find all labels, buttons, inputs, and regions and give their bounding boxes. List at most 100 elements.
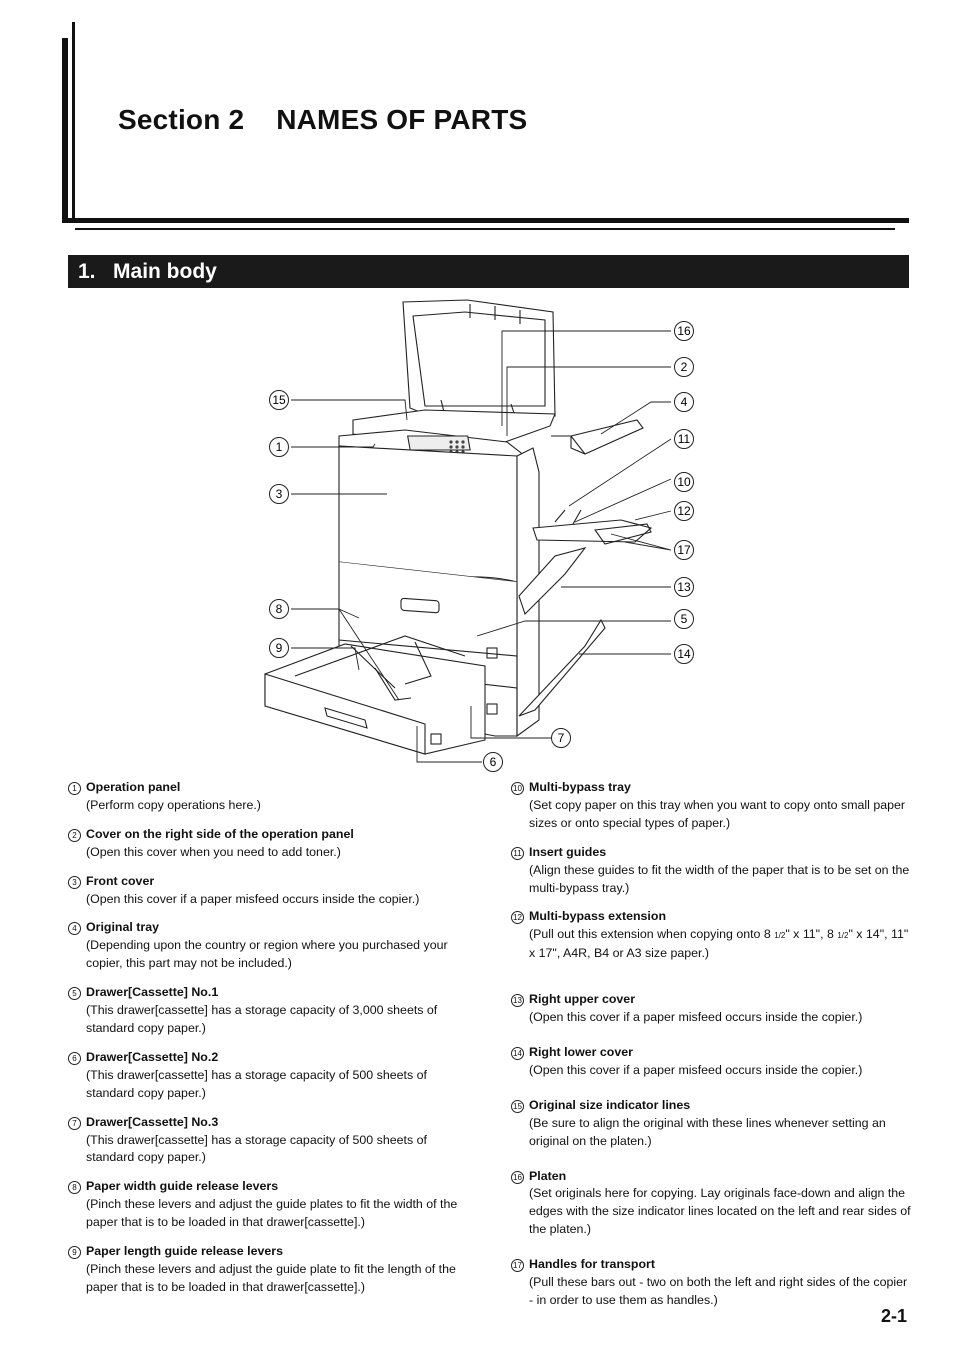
part-name: Paper width guide release levers — [86, 1179, 279, 1194]
part-name: Platen — [529, 1168, 567, 1183]
part-name: Multi-bypass extension — [529, 909, 667, 924]
part-item: 3 Front cover (Open this cover if a pape… — [68, 873, 468, 909]
original-tray — [570, 419, 644, 455]
header-left-thin-bar — [72, 22, 75, 221]
part-number: 12 — [511, 911, 524, 925]
part-item: 17 Handles for transport (Pull these bar… — [511, 1256, 911, 1310]
callout-label: 15 — [272, 393, 286, 407]
callout-label: 9 — [276, 641, 283, 655]
part-number: 4 — [68, 922, 81, 936]
callout-label: 4 — [681, 395, 688, 409]
callout-label: 1 — [276, 440, 283, 454]
fraction-half: 1/2 — [774, 931, 786, 941]
part-item: 2 Cover on the right side of the operati… — [68, 826, 468, 862]
part-item: 1 Operation panel (Perform copy operatio… — [68, 779, 468, 815]
description-text: " x 11", 8 — [785, 927, 838, 942]
parts-list-right: 10 Multi-bypass tray (Set copy paper on … — [511, 779, 911, 1310]
part-number: 2 — [68, 828, 81, 842]
callout-17: 17 — [674, 540, 694, 560]
part-description: (Perform copy operations here.) — [86, 797, 261, 812]
part-number: 14 — [511, 1046, 524, 1060]
part-description: (Pull out this extension when copying on… — [529, 926, 911, 963]
part-description: (Open this cover if a paper misfeed occu… — [529, 1062, 863, 1077]
part-name: Insert guides — [529, 844, 607, 859]
part-description: (Align these guides to fit the width of … — [529, 862, 910, 895]
part-item: 12 Multi-bypass extension (Pull out this… — [511, 908, 911, 963]
callout-label: 17 — [677, 543, 691, 557]
callout-14: 14 — [674, 644, 694, 664]
part-number: 3 — [68, 875, 81, 889]
callout-9: 9 — [269, 638, 289, 658]
callout-label: 3 — [276, 487, 283, 501]
part-item: 6 Drawer[Cassette] No.2 (This drawer[cas… — [68, 1049, 468, 1103]
subsection-heading: 1. Main body — [68, 255, 909, 288]
part-description: (Set copy paper on this tray when you wa… — [529, 797, 906, 830]
part-number: 10 — [511, 782, 524, 795]
part-description: (Pinch these levers and adjust the guide… — [86, 1261, 456, 1294]
part-description: (This drawer[cassette] has a storage cap… — [86, 1003, 438, 1035]
callout-7: 7 — [551, 728, 571, 748]
callout-label: 7 — [558, 731, 565, 745]
part-name: Drawer[Cassette] No.1 — [86, 985, 219, 1000]
part-description: (Open this cover if a paper misfeed occu… — [529, 1010, 863, 1025]
callout-3: 3 — [269, 484, 289, 504]
part-number: 15 — [511, 1099, 524, 1113]
part-description: (Open this cover if a paper misfeed occu… — [86, 891, 420, 906]
part-name: Drawer[Cassette] No.2 — [86, 1049, 219, 1064]
header-rule-thin — [75, 228, 895, 230]
part-item: 5 Drawer[Cassette] No.1 (This drawer[cas… — [68, 984, 468, 1038]
callout-label: 10 — [677, 475, 691, 489]
callout-15: 15 — [269, 390, 289, 410]
part-item: 14 Right lower cover (Open this cover if… — [511, 1044, 911, 1080]
page-title: Section 2 NAMES OF PARTS — [118, 104, 528, 135]
drawer-1 — [338, 562, 518, 657]
part-item: 16 Platen (Set originals here for copyin… — [511, 1168, 911, 1240]
callout-2: 2 — [674, 357, 694, 377]
callout-label: 12 — [677, 504, 691, 518]
part-description: (Be sure to align the original with thes… — [529, 1115, 886, 1148]
fraction-half: 1/2 — [837, 931, 849, 941]
part-description: (Pull these bars out - two on both the l… — [529, 1275, 908, 1307]
part-description: (Pinch these levers and adjust the guide… — [86, 1197, 458, 1230]
callout-11: 11 — [674, 429, 694, 449]
part-item: 9 Paper length guide release levers (Pin… — [68, 1243, 468, 1297]
part-name: Handles for transport — [529, 1257, 655, 1272]
part-name: Operation panel — [86, 780, 181, 794]
right-lower-cover — [518, 618, 606, 717]
part-name: Front cover — [86, 873, 155, 888]
callout-8: 8 — [269, 599, 289, 619]
description-text: " x 14", 11" x 17", A4R, B4 or A3 size p… — [529, 927, 909, 961]
callout-5: 5 — [674, 609, 694, 629]
part-item: 10 Multi-bypass tray (Set copy paper on … — [511, 779, 911, 833]
parts-list-left: 1 Operation panel (Perform copy operatio… — [68, 779, 468, 1297]
part-name: Original tray — [86, 920, 159, 935]
front-cover — [338, 445, 518, 583]
right-upper-cover — [518, 547, 587, 616]
callout-label: 13 — [677, 580, 691, 594]
part-description: (Depending upon the country or region wh… — [86, 938, 448, 971]
callout-label: 6 — [490, 755, 497, 769]
part-number: 5 — [68, 987, 81, 1001]
callout-16: 16 — [674, 321, 694, 341]
callout-label: 2 — [681, 360, 688, 374]
document-cover — [402, 299, 556, 417]
part-number: 8 — [68, 1181, 81, 1195]
callout-label: 5 — [681, 612, 688, 626]
part-name: Multi-bypass tray — [529, 780, 631, 794]
part-number: 17 — [511, 1259, 524, 1273]
part-number: 1 — [68, 782, 81, 795]
part-description: (This drawer[cassette] has a storage cap… — [86, 1067, 427, 1100]
part-name: Drawer[Cassette] No.3 — [86, 1114, 219, 1129]
part-number: 9 — [68, 1246, 81, 1260]
callout-13: 13 — [674, 577, 694, 597]
callout-4: 4 — [674, 392, 694, 412]
part-item: 8 Paper width guide release levers (Pinc… — [68, 1178, 468, 1232]
part-name: Cover on the right side of the operation… — [86, 826, 354, 841]
callout-label: 11 — [678, 432, 691, 446]
part-item: 15 Original size indicator lines (Be sur… — [511, 1097, 911, 1151]
part-item: 7 Drawer[Cassette] No.3 (This drawer[cas… — [68, 1114, 468, 1168]
multi-bypass-extension — [594, 523, 652, 545]
header-rule-thick — [62, 218, 909, 223]
part-number: 16 — [511, 1170, 524, 1184]
part-number: 7 — [68, 1116, 81, 1130]
